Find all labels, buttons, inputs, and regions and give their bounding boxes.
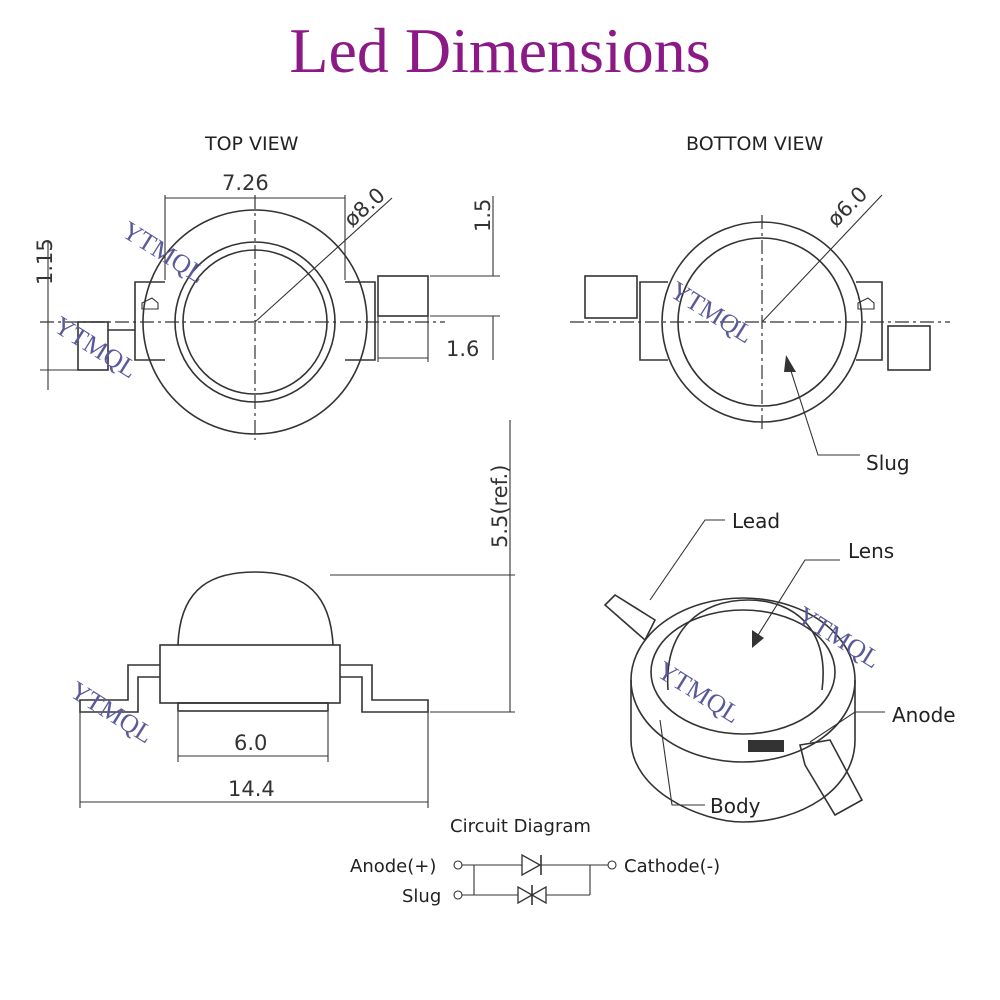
lens-leader: [754, 559, 840, 641]
bottom-view: BOTTOM VIEW ø6.0 Slug: [570, 133, 950, 475]
iso-lens-ring: [650, 609, 836, 735]
side-body: [159, 644, 341, 704]
lead-leader: [649, 519, 725, 601]
side-dome: [177, 571, 334, 646]
label-anode: Anode: [892, 703, 956, 727]
label-slug: Slug: [866, 451, 910, 475]
dim-total-144: 14.4: [228, 777, 275, 801]
label-body: Body: [710, 794, 761, 818]
top-right-lead: [377, 275, 429, 317]
page-title: Led Dimensions: [289, 15, 711, 86]
bottom-tab-hole: [857, 297, 875, 310]
top-view: TOP VIEW 7.26 ø8.0: [33, 133, 500, 440]
iso-right-lead: [799, 739, 864, 817]
slug-terminal: [453, 890, 463, 900]
label-lead: Lead: [732, 509, 780, 533]
side-slug: [177, 702, 329, 712]
dim-15: 1.5: [471, 199, 495, 232]
side-left-lead: [79, 664, 160, 713]
dim-55-ref: 5.5(ref.): [488, 465, 512, 548]
cathode-terminal: [607, 860, 617, 870]
top-view-label: TOP VIEW: [204, 133, 299, 155]
led-diode-symbol: [521, 853, 542, 877]
isometric-view: Lead Lens Anode Body: [603, 509, 956, 823]
watermarks: YTMQL YTMQL YTMQL YTMQL YTMQL YTMQL: [49, 215, 886, 749]
body-leader: [659, 719, 705, 806]
iso-dome: [666, 599, 824, 691]
lens-arrow: [752, 630, 764, 648]
dim-dia-60: ø6.0: [823, 182, 873, 232]
bottom-view-label: BOTTOM VIEW: [686, 133, 824, 155]
side-right-lead: [340, 664, 429, 713]
top-tab-hole: [141, 297, 159, 310]
watermark-5: YTMQL: [652, 655, 746, 729]
dim-base-60: 6.0: [234, 731, 267, 755]
slug-leader: [789, 367, 860, 456]
circuit-anode-label: Anode(+): [350, 856, 436, 877]
bottom-right-lead: [887, 325, 931, 371]
top-right-tab: [345, 281, 376, 361]
circuit-cathode-label: Cathode(-): [624, 856, 720, 877]
label-lens: Lens: [848, 539, 894, 563]
iso-anode-mark: [748, 740, 784, 752]
tvs-diode-left: [517, 885, 534, 905]
dia60-leader: [761, 194, 883, 323]
slug-arrow: [784, 355, 796, 372]
dim-16: 1.6: [446, 337, 479, 361]
iso-body-side: [630, 680, 856, 823]
bottom-left-lead: [584, 275, 638, 319]
circuit-diagram: Circuit Diagram Anode(+) Cathode(-) Slug: [350, 816, 720, 907]
side-view: 5.5(ref.) 6.0 14.4: [79, 420, 515, 808]
watermark-4: YTMQL: [792, 600, 886, 674]
bottom-left-tab: [639, 281, 668, 361]
circuit-slug-label: Slug: [402, 886, 441, 907]
dim-115: 1.15: [33, 238, 57, 285]
iso-left-lead: [603, 593, 657, 642]
tvs-diode-right: [530, 885, 547, 905]
bottom-right-tab: [856, 281, 883, 361]
dim-dia-80: ø8.0: [339, 183, 389, 232]
anode-terminal: [453, 860, 463, 870]
dim-726: 7.26: [222, 171, 269, 195]
anode-leader: [809, 711, 885, 743]
watermark-6: YTMQL: [65, 675, 159, 749]
top-left-tab: [134, 281, 165, 361]
circuit-title: Circuit Diagram: [450, 816, 591, 837]
dia80-leader: [254, 197, 393, 323]
